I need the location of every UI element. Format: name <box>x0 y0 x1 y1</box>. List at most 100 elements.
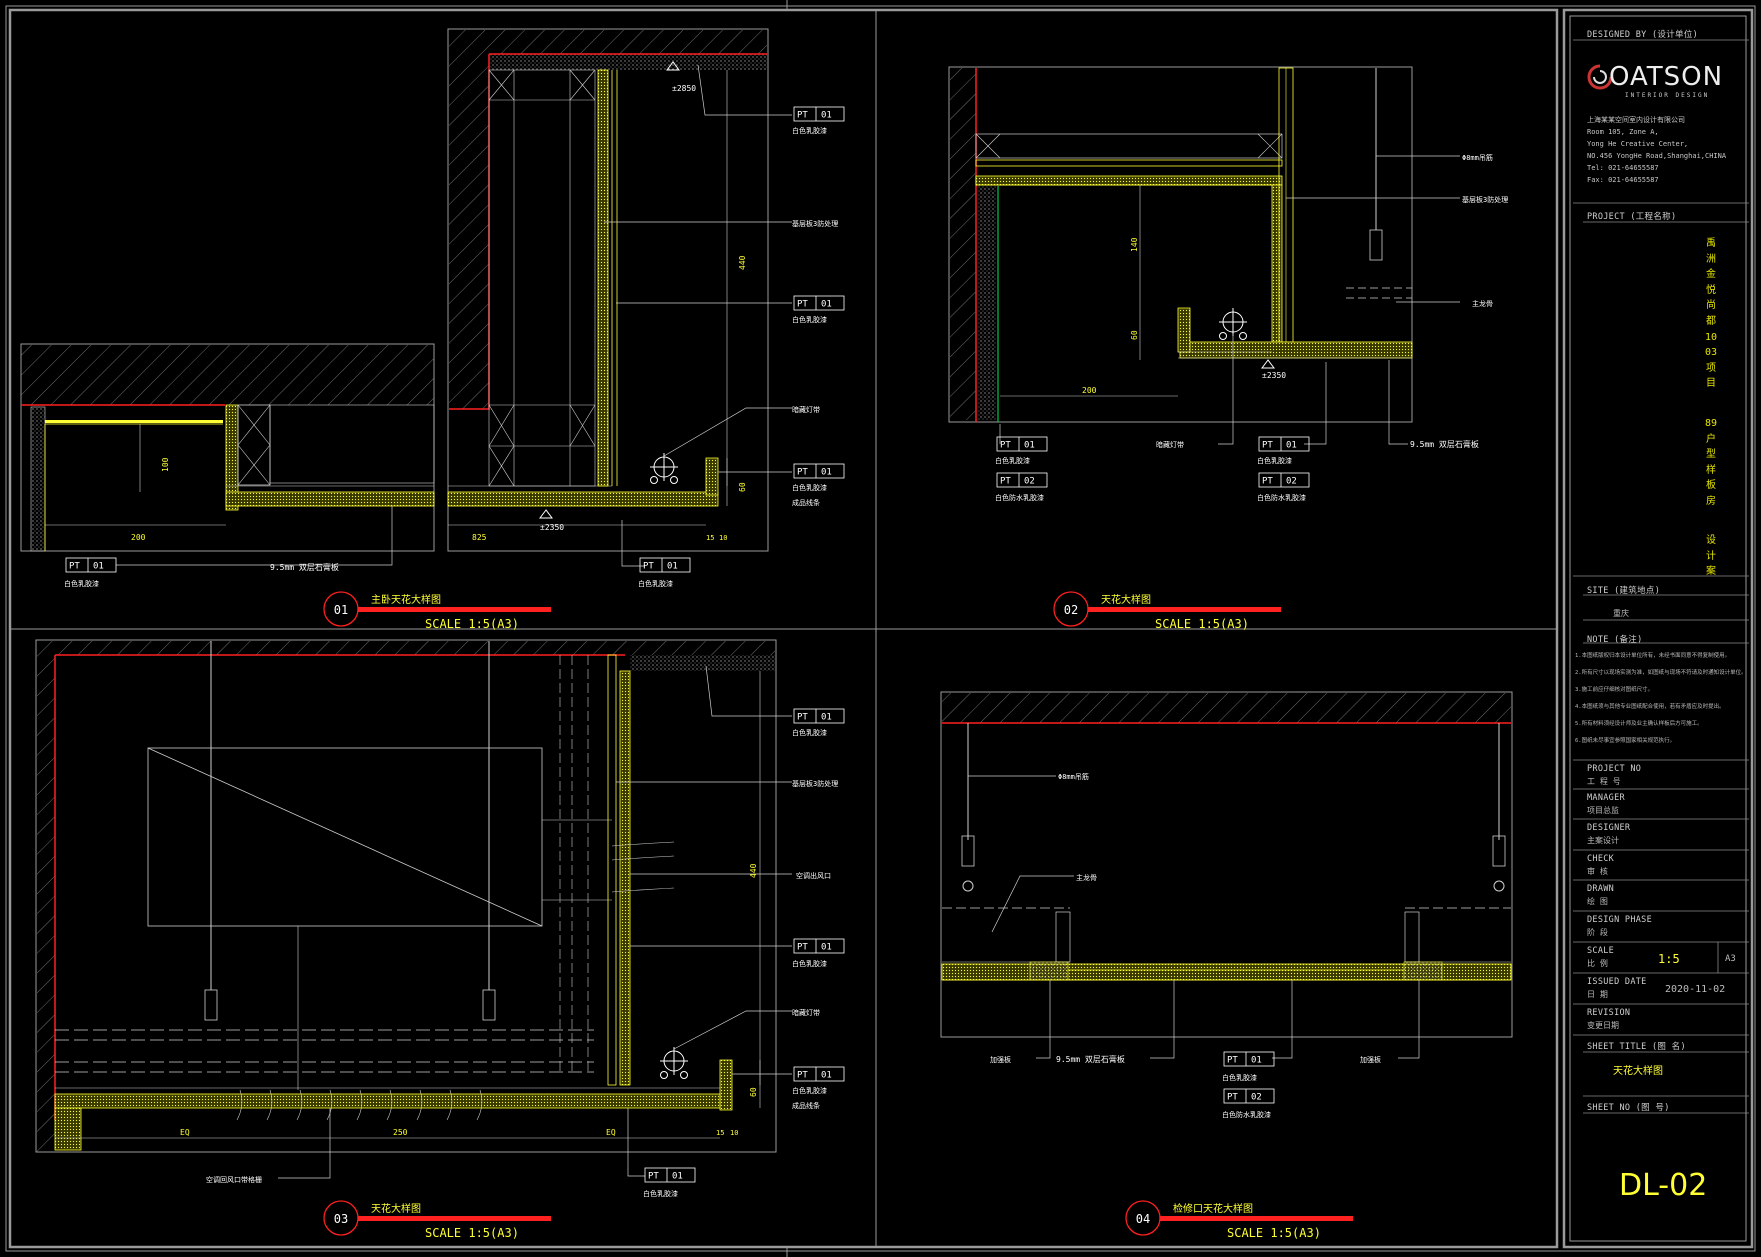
material-tag-box <box>1258 472 1310 488</box>
designer-label: DESIGNER <box>1587 823 1631 833</box>
issued-date-value: 2020-11-02 <box>1665 984 1726 995</box>
panel-scale: SCALE 1:5(A3) <box>425 617 519 631</box>
dim-2850: ±2850 <box>672 84 696 93</box>
material-tag-box <box>639 557 691 573</box>
site-label: SITE (建筑地点) <box>1587 586 1661 596</box>
material-tag-box <box>1223 1051 1275 1067</box>
material-tag: PT 01 <box>644 1167 696 1183</box>
material-tag-code: 01 <box>1286 441 1297 451</box>
dim-15: 15 <box>716 1129 724 1137</box>
note-white-latex: 白色乳胶漆 <box>792 315 827 324</box>
note-label: NOTE (备注) <box>1587 635 1643 645</box>
note-5: 5.所有材料须经设计师及业主确认样板后方可施工。 <box>1575 721 1703 727</box>
material-tag-box <box>793 295 845 311</box>
material-tag-code: 01 <box>821 943 832 953</box>
address-line-3: NO.456 YongHe Road,Shanghai,CHINA <box>1587 152 1727 160</box>
designed-by-label: DESIGNED BY (设计单位) <box>1587 30 1699 40</box>
panel-title-text: 主卧天花大样图 <box>371 593 441 606</box>
panel-title-bar <box>1088 607 1281 612</box>
material-tag-code: 01 <box>821 300 832 310</box>
dim-10: 10 <box>719 534 727 542</box>
dim-140: 140 <box>1130 237 1139 252</box>
phase-cn: 阶 段 <box>1587 928 1608 937</box>
material-tag-code: 01 <box>821 713 832 723</box>
material-tag-box <box>793 463 845 479</box>
note-rod: Φ8mm吊筋 <box>1462 153 1493 162</box>
material-tag-box <box>793 938 845 954</box>
material-tag-pt: PT <box>648 1172 659 1182</box>
note-white-latex: 白色乳胶漆 <box>638 579 673 588</box>
note-finished-line: 成品线条 <box>792 498 820 507</box>
note-waterproof-latex: 白色防水乳胶漆 <box>1222 1110 1271 1119</box>
note-white-latex: 白色乳胶漆 <box>64 579 99 588</box>
site-value: 重庆 <box>1613 609 1629 618</box>
panel-number: 01 <box>334 603 348 617</box>
check-label: CHECK <box>1587 854 1615 864</box>
dim-200: 200 <box>1082 386 1097 395</box>
material-tag: PT 01 <box>793 295 845 311</box>
note-white-latex: 白色乳胶漆 <box>792 1086 827 1095</box>
panel-title-text: 天花大样图 <box>371 1202 421 1215</box>
note-white-latex: 白色乳胶漆 <box>792 483 827 492</box>
panel-number: 03 <box>334 1212 348 1226</box>
dim-2350: ±2350 <box>1262 371 1286 380</box>
panel-title-03: 03 天花大样图 SCALE 1:5(A3) <box>323 1200 551 1240</box>
note-reinforce: 加强板 <box>1360 1055 1381 1064</box>
material-tag: PT 01 <box>793 463 845 479</box>
panel-title-bar <box>1160 1216 1353 1221</box>
phase-label: DESIGN PHASE <box>1587 915 1653 925</box>
note-2: 2.所有尺寸以现场实测为准，如图纸与现场不符请及时通知设计单位。 <box>1575 670 1747 676</box>
fax-line: Fax: 021-64655587 <box>1587 176 1659 184</box>
panel-scale: SCALE 1:5(A3) <box>1155 617 1249 631</box>
scale-cn: 比 例 <box>1587 959 1608 968</box>
material-tag-pt: PT <box>1262 477 1273 487</box>
material-tag-code: 02 <box>1024 477 1035 487</box>
sheet-no-label: SHEET NO (图 号) <box>1587 1103 1670 1113</box>
note-white-latex: 白色乳胶漆 <box>643 1189 678 1198</box>
address-line-2: Yong He Creative Center, <box>1587 140 1689 148</box>
panel-title-bar <box>358 607 551 612</box>
material-tag-code: 01 <box>672 1172 683 1182</box>
material-tag-code: 02 <box>1251 1093 1262 1103</box>
note-hidden-light: 暗藏灯带 <box>1156 440 1184 449</box>
material-tag-pt: PT <box>797 300 808 310</box>
detail-01-drawing <box>20 28 792 567</box>
note-reinforce: 加强板 <box>990 1055 1011 1064</box>
material-tag-box <box>1223 1088 1275 1104</box>
material-tag-code: 01 <box>821 468 832 478</box>
company-logo: OATSON INTERIOR DESIGN <box>1587 62 1737 112</box>
note-1: 1.本图纸版权归本设计单位所有，未经书面同意不得复制使用。 <box>1575 653 1731 659</box>
note-ac-return: 空调回风口带格栅 <box>206 1175 262 1184</box>
note-white-latex: 白色乳胶漆 <box>995 456 1030 465</box>
material-tag-pt: PT <box>797 111 808 121</box>
revision-cn: 变更日期 <box>1587 1021 1619 1030</box>
panel-scale: SCALE 1:5(A3) <box>425 1226 519 1240</box>
material-tag-pt: PT <box>1227 1093 1238 1103</box>
issued-date-label: ISSUED DATE <box>1587 977 1647 987</box>
material-tag-pt: PT <box>797 1071 808 1081</box>
material-tag-box <box>996 472 1048 488</box>
material-tag-pt: PT <box>69 562 80 572</box>
drawn-cn: 绘 图 <box>1587 897 1608 906</box>
title-block-rules <box>1573 39 1749 1114</box>
scale-label: SCALE <box>1587 946 1615 956</box>
sheet-no: DL-02 <box>1619 1168 1708 1203</box>
note-hidden-light: 暗藏灯带 <box>792 1008 820 1017</box>
dim-60: 60 <box>749 1087 758 1097</box>
note-3: 3.施工前应仔细核对图纸尺寸。 <box>1575 687 1654 693</box>
material-tag-pt: PT <box>797 468 808 478</box>
note-white-latex: 白色乳胶漆 <box>1257 456 1292 465</box>
note-white-latex: 白色乳胶漆 <box>792 728 827 737</box>
material-tag-box <box>793 1066 845 1082</box>
material-tag-pt: PT <box>797 713 808 723</box>
